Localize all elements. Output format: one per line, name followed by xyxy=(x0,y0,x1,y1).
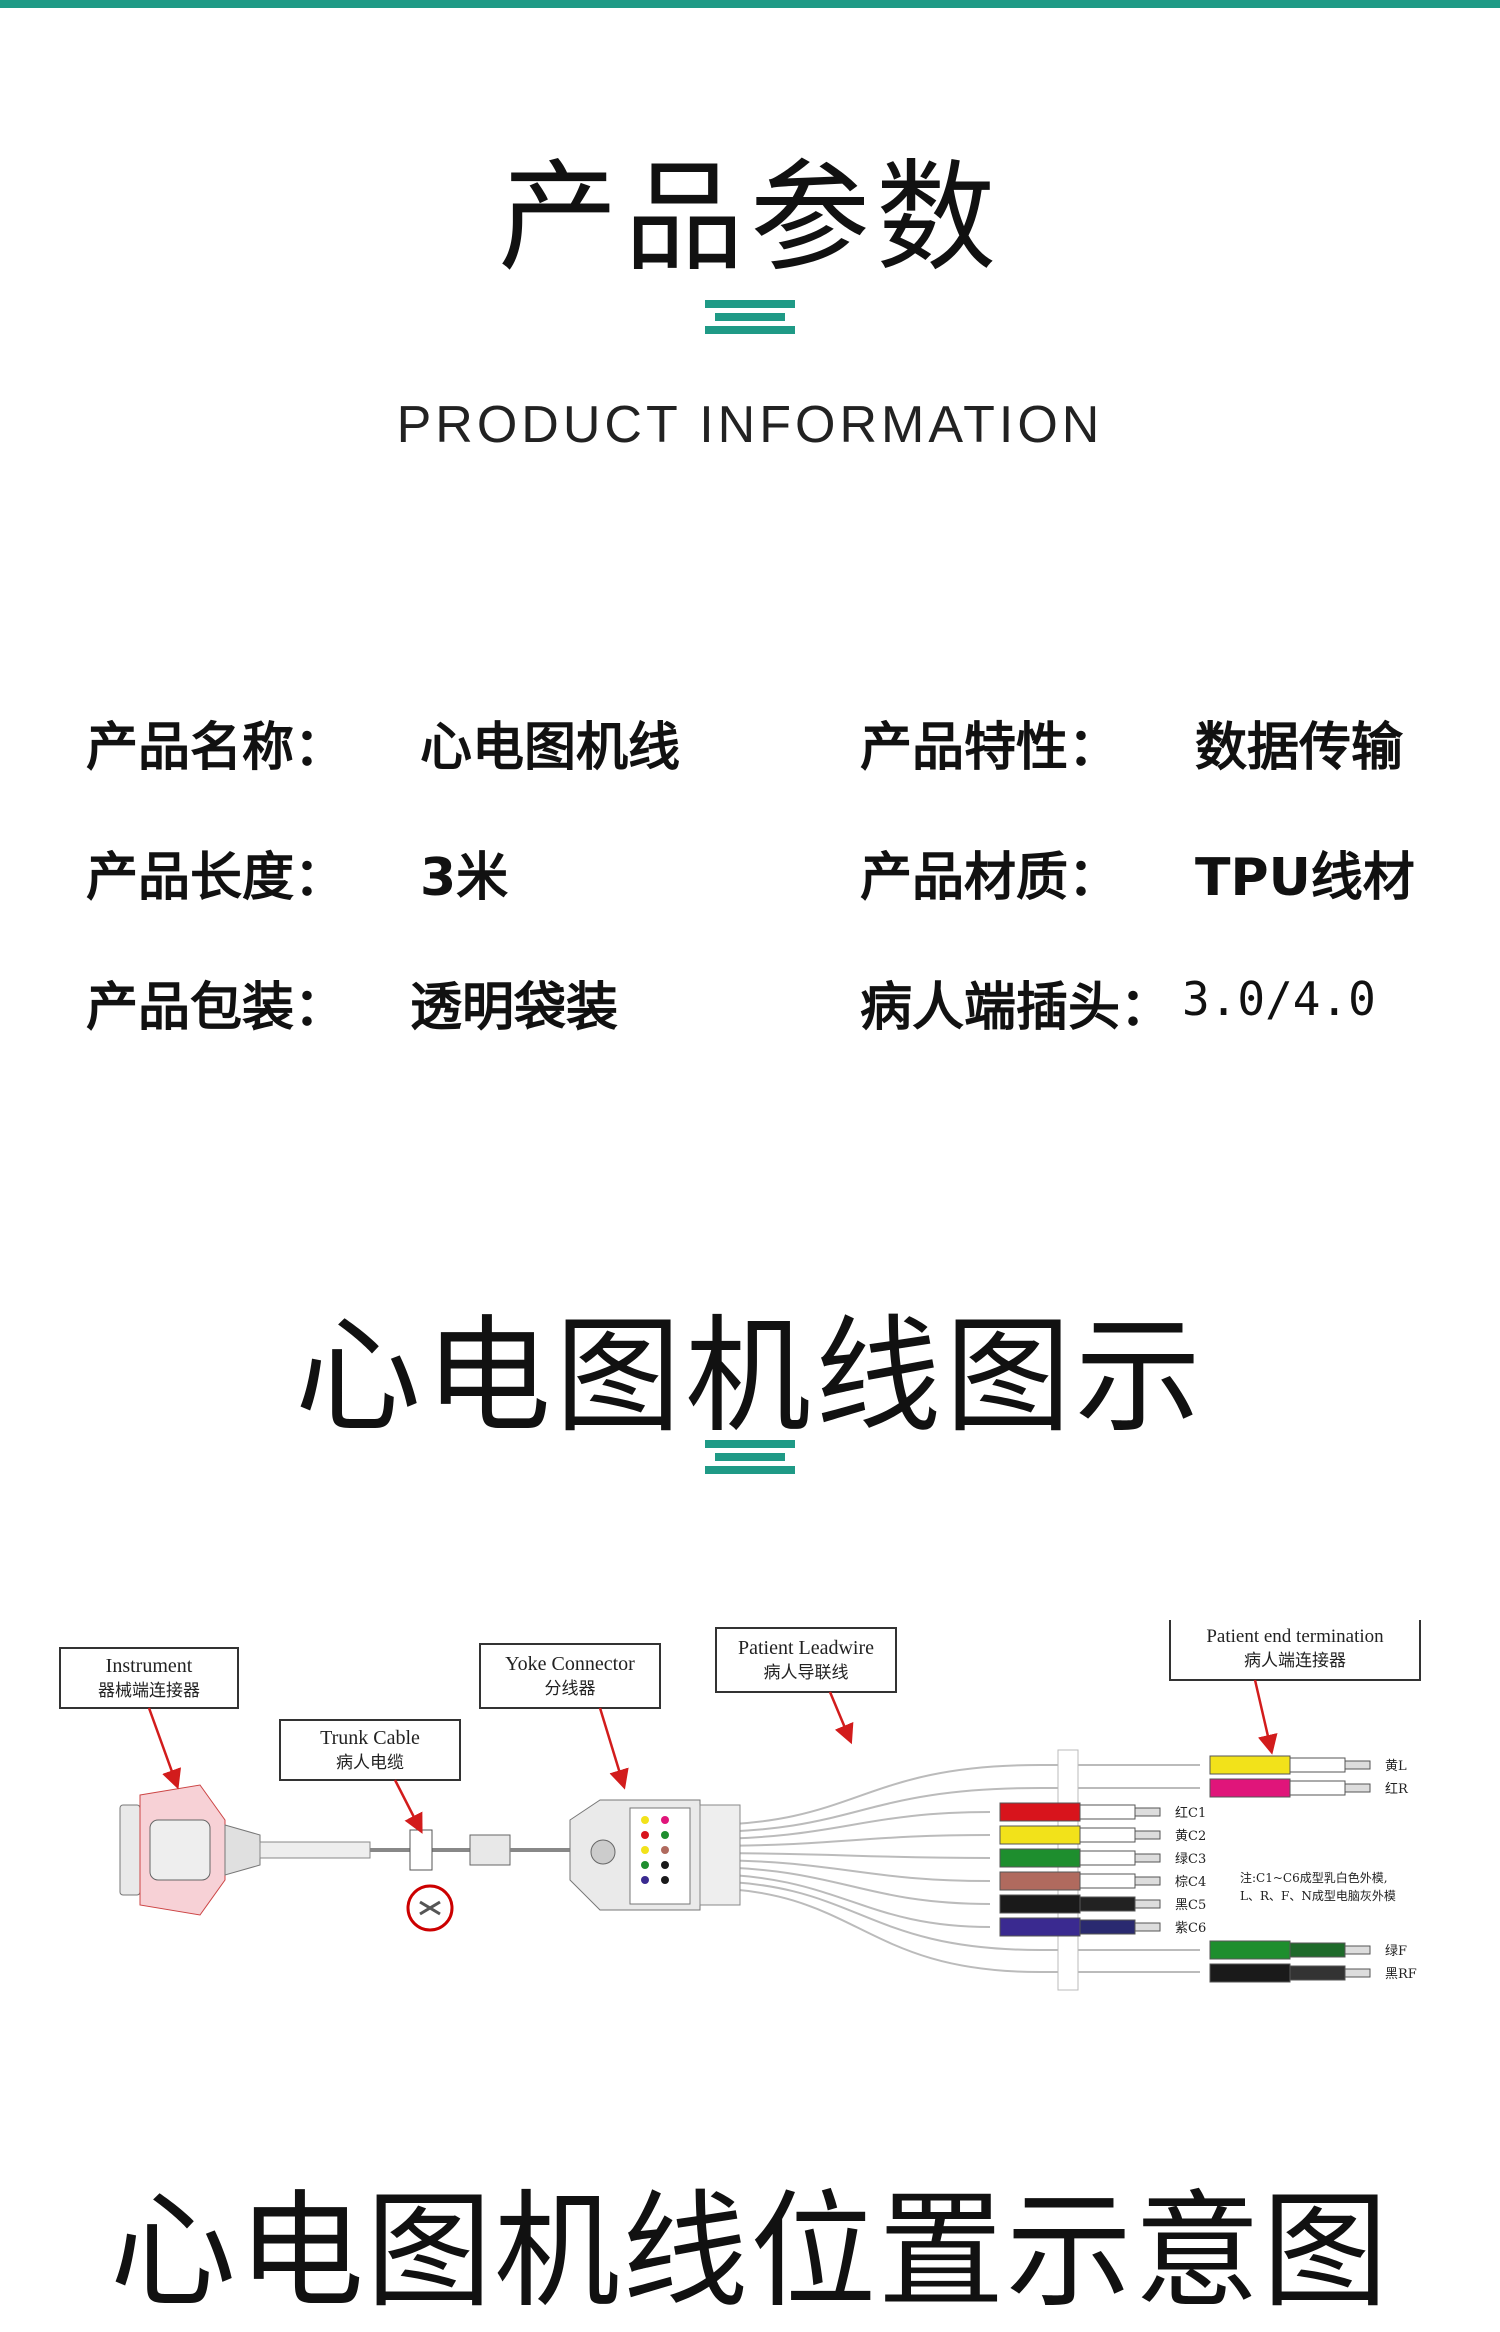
lead-label-C1: 红C1 xyxy=(1175,1805,1206,1821)
instrument-connector xyxy=(119,1784,261,1916)
spec-value-material: TPU线材 xyxy=(1195,848,1415,908)
lead-plug-R: 红R xyxy=(1209,1778,1409,1798)
callout-patient-end-termination: Patient end termination 病人端连接器 xyxy=(1169,1620,1421,1755)
lead-label-C3: 绿C3 xyxy=(1175,1852,1206,1867)
title-divider xyxy=(705,300,795,334)
lead-plug-C2: 黄C2 xyxy=(999,1825,1206,1845)
section-title-position: 心电图机线位置示意图 xyxy=(110,2178,1390,2325)
lead-plug-C5: 黑C5 xyxy=(999,1894,1206,1914)
lead-note-line1: 注:C1~C6成型乳白色外模, xyxy=(1240,1870,1388,1885)
wire-holder xyxy=(1057,1749,1079,1991)
spec-label-name: 产品名称： xyxy=(86,718,347,778)
spec-value-plug: 3.0/4.0 xyxy=(1182,972,1376,1026)
svg-text:Trunk Cable: Trunk Cable xyxy=(320,1727,420,1749)
lead-plug-L: 黄L xyxy=(1209,1755,1407,1775)
lead-note-line2: L、R、F、N成型电脑灰外模 xyxy=(1240,1889,1396,1903)
svg-text:分线器: 分线器 xyxy=(545,1679,596,1699)
spec-label-plug: 病人端插头： xyxy=(860,978,1173,1038)
lead-plug-C4: 棕C4 xyxy=(999,1871,1206,1891)
section-divider xyxy=(705,1440,795,1474)
callout-patient-leadwire: Patient Leadwire 病人导联线 xyxy=(715,1627,897,1745)
lead-label-C2: 黄C2 xyxy=(1175,1829,1206,1844)
callout-trunk-cable: Trunk Cable 病人电缆 xyxy=(279,1719,461,1834)
svg-text:Patient Leadwire: Patient Leadwire xyxy=(738,1637,874,1659)
spec-value-package: 透明袋装 xyxy=(410,978,619,1038)
lead-label-RF: 黑RF xyxy=(1385,1967,1417,1982)
lead-plug-F: 绿F xyxy=(1209,1940,1407,1960)
lead-plug-C3: 绿C3 xyxy=(999,1848,1206,1868)
yoke-connector xyxy=(569,1799,741,1911)
lead-label-R: 红R xyxy=(1385,1781,1409,1797)
spec-label-length: 产品长度： xyxy=(86,848,347,908)
svg-text:Yoke Connector: Yoke Connector xyxy=(505,1653,635,1675)
top-accent-bar xyxy=(0,0,1500,8)
yoke-color-dots xyxy=(641,1816,669,1884)
lead-label-L: 黄L xyxy=(1385,1759,1407,1774)
spec-label-material: 产品材质： xyxy=(860,848,1121,908)
svg-text:Patient end termination: Patient end termination xyxy=(1206,1626,1384,1647)
page-subtitle: PRODUCT INFORMATION xyxy=(396,396,1104,454)
section-title-diagram: 心电图机线图示 xyxy=(295,1303,1205,1450)
svg-text:病人导联线: 病人导联线 xyxy=(764,1663,849,1683)
page-title: 产品参数 xyxy=(498,149,1002,288)
spec-value-name: 心电图机线 xyxy=(420,718,681,778)
leadwire-fan xyxy=(699,1764,1200,1973)
lead-label-C4: 棕C4 xyxy=(1175,1875,1206,1890)
svg-text:病人电缆: 病人电缆 xyxy=(336,1753,404,1773)
spec-value-feature: 数据传输 xyxy=(1195,718,1404,778)
svg-text:Instrument: Instrument xyxy=(106,1655,193,1677)
spec-label-package: 产品包装： xyxy=(86,978,347,1038)
lead-plug-C6: 紫C6 xyxy=(999,1917,1206,1937)
trunk-cable xyxy=(259,1829,570,1932)
svg-text:病人端连接器: 病人端连接器 xyxy=(1244,1651,1346,1671)
lead-label-C5: 黑C5 xyxy=(1175,1898,1206,1913)
callout-instrument: Instrument 器械端连接器 xyxy=(59,1647,239,1790)
svg-text:器械端连接器: 器械端连接器 xyxy=(98,1681,200,1701)
spec-value-length: 3米 xyxy=(420,848,509,908)
lead-label-F: 绿F xyxy=(1385,1944,1407,1959)
callout-yoke-connector: Yoke Connector 分线器 xyxy=(479,1643,661,1790)
spec-label-feature: 产品特性： xyxy=(860,718,1121,778)
lead-plug-C1: 红C1 xyxy=(999,1802,1206,1822)
lead-plug-RF: 黑RF xyxy=(1209,1963,1417,1983)
lead-label-C6: 紫C6 xyxy=(1175,1921,1206,1936)
ecg-cable-diagram: 黄L 红R 红C1 黄C2 绿C3 棕C4 黑C5 xyxy=(59,1620,1421,1991)
